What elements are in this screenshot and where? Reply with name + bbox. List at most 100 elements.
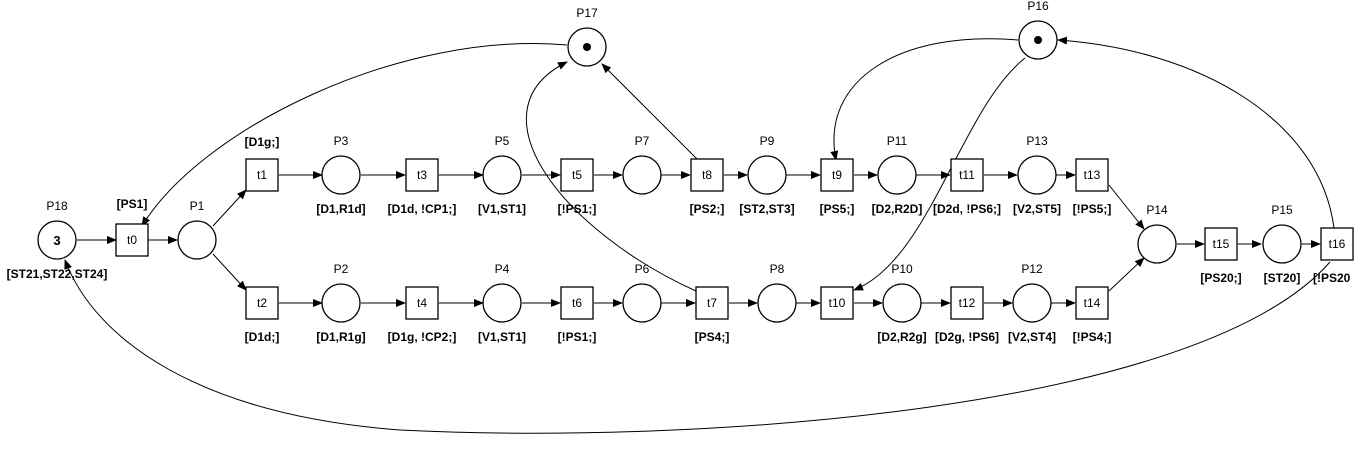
place-label: P8 bbox=[770, 262, 785, 276]
place-annotation: [ST20] bbox=[1264, 271, 1301, 285]
transition-label: t3 bbox=[417, 168, 427, 182]
place-p6[interactable]: P6 bbox=[622, 262, 662, 323]
transition-t16[interactable]: t16 [!PS20 bbox=[1313, 227, 1354, 285]
transition-label: t5 bbox=[572, 168, 582, 182]
place-label: P14 bbox=[1146, 203, 1168, 217]
place-label: P9 bbox=[760, 134, 775, 148]
transition-label: t4 bbox=[417, 296, 427, 310]
transition-annotation: [!PS1;] bbox=[558, 202, 597, 216]
transition-t7[interactable]: t7 [PS4;] bbox=[695, 286, 730, 344]
arc-p16-t9 bbox=[830, 38, 1019, 161]
arc-p17-t0 bbox=[141, 43, 568, 227]
transition-label: t11 bbox=[959, 168, 975, 182]
place-label: P17 bbox=[576, 6, 598, 20]
arc-t16-p16 bbox=[1057, 36, 1335, 229]
place-p2[interactable]: P2 [D1,R1g] bbox=[316, 262, 365, 344]
place-annotation: [V1,ST1] bbox=[478, 330, 526, 344]
transition-annotation: [D2g, !PS6] bbox=[935, 330, 999, 344]
transition-t9[interactable]: t9 [PS5;] bbox=[820, 158, 855, 216]
place-p18[interactable]: 3 P18 [ST21,ST22,ST24] bbox=[7, 199, 108, 281]
transition-t15[interactable]: t15 [PS20;] bbox=[1200, 227, 1242, 285]
place-annotation: [D1,R1d] bbox=[316, 202, 365, 216]
place-label: P16 bbox=[1027, 0, 1049, 13]
transition-t10[interactable]: t10 bbox=[820, 286, 854, 320]
transition-t14[interactable]: t14 [!PS4;] bbox=[1073, 286, 1112, 344]
transition-label: t13 bbox=[1084, 168, 1101, 182]
transition-t8[interactable]: t8 [PS2;] bbox=[690, 158, 725, 216]
place-p5[interactable]: P5 [V1,ST1] bbox=[478, 134, 526, 216]
arc-t14-p14 bbox=[1108, 257, 1145, 292]
transition-label: t1 bbox=[257, 168, 267, 182]
transition-t5[interactable]: t5 [!PS1;] bbox=[558, 158, 597, 216]
place-p4[interactable]: P4 [V1,ST1] bbox=[478, 262, 526, 344]
place-label: P6 bbox=[635, 262, 650, 276]
arc-p1-t1 bbox=[212, 189, 247, 227]
place-p11[interactable]: P11 [D2,R2D] bbox=[872, 134, 923, 216]
transition-t4[interactable]: t4 [D1g, !CP2;] bbox=[388, 286, 457, 344]
token-dot bbox=[583, 43, 591, 51]
places: 3 P18 [ST21,ST22,ST24] P1 P3 [D1,R1d] P2… bbox=[7, 0, 1302, 344]
transition-label: t7 bbox=[707, 296, 717, 310]
token-count: 3 bbox=[53, 233, 60, 248]
place-annotation: [V1,ST1] bbox=[478, 202, 526, 216]
place-p16[interactable]: P16 bbox=[1018, 0, 1058, 60]
place-label: P18 bbox=[46, 199, 68, 213]
transition-label: t12 bbox=[959, 296, 976, 310]
place-annotation: [V2,ST5] bbox=[1013, 202, 1061, 216]
place-label: P4 bbox=[495, 262, 510, 276]
transition-label: t16 bbox=[1329, 237, 1346, 251]
place-annotation: [D2,R2g] bbox=[877, 330, 926, 344]
place-p15[interactable]: P15 [ST20] bbox=[1262, 203, 1302, 285]
place-label: P7 bbox=[635, 134, 650, 148]
place-label: P13 bbox=[1026, 134, 1048, 148]
transition-t11[interactable]: t11 [D2d, !PS6;] bbox=[933, 158, 1001, 216]
transition-annotation: [D1d, !CP1;] bbox=[388, 202, 457, 216]
place-p7[interactable]: P7 bbox=[622, 134, 662, 195]
transition-t1[interactable]: t1 [D1g;] bbox=[245, 135, 280, 192]
transition-t6[interactable]: t6 [!PS1;] bbox=[558, 286, 597, 344]
transition-t0[interactable]: t0 [PS1] bbox=[115, 197, 149, 257]
transition-annotation: [!PS4;] bbox=[1073, 330, 1112, 344]
place-p13[interactable]: P13 [V2,ST5] bbox=[1013, 134, 1061, 216]
place-p12[interactable]: P12 [V2,ST4] bbox=[1008, 262, 1056, 344]
arc-p16-t10 bbox=[853, 57, 1026, 291]
transition-label: t2 bbox=[257, 296, 267, 310]
transition-annotation: [PS5;] bbox=[820, 202, 855, 216]
place-label: P11 bbox=[887, 134, 908, 148]
transition-annotation: [!PS5;] bbox=[1073, 202, 1112, 216]
transition-annotation: [D1g, !CP2;] bbox=[388, 330, 457, 344]
arc-t13-p14 bbox=[1108, 184, 1145, 230]
transition-t13[interactable]: t13 [!PS5;] bbox=[1073, 158, 1112, 216]
place-p8[interactable]: P8 bbox=[757, 262, 797, 323]
place-p14[interactable]: P14 bbox=[1137, 203, 1177, 264]
transition-t2[interactable]: t2 [D1d;] bbox=[245, 286, 280, 344]
transition-label: t10 bbox=[829, 296, 846, 310]
place-p17[interactable]: P17 bbox=[567, 6, 607, 67]
transition-annotation: [PS2;] bbox=[690, 202, 725, 216]
transition-annotation: [!PS1;] bbox=[558, 330, 597, 344]
place-label: P1 bbox=[190, 199, 205, 213]
place-label: P15 bbox=[1271, 203, 1293, 217]
arc-t8-p17 bbox=[601, 63, 699, 161]
place-label: P12 bbox=[1021, 262, 1043, 276]
place-p9[interactable]: P9 [ST2,ST3] bbox=[739, 134, 794, 216]
transition-label: t8 bbox=[702, 168, 712, 182]
token-dot bbox=[1034, 36, 1042, 44]
place-annotation: [D2,R2D] bbox=[872, 202, 923, 216]
transitions: t0 [PS1] t1 [D1g;] t2 [D1d;] t3 [D1d, !C… bbox=[115, 135, 1354, 344]
transition-label: t14 bbox=[1084, 296, 1101, 310]
place-label: P10 bbox=[891, 262, 913, 276]
transition-t3[interactable]: t3 [D1d, !CP1;] bbox=[388, 158, 457, 216]
arc-t16-p18 bbox=[64, 259, 1331, 434]
transition-annotation: [!PS20 bbox=[1313, 271, 1351, 285]
place-annotation: [ST2,ST3] bbox=[739, 202, 794, 216]
place-p10[interactable]: P10 [D2,R2g] bbox=[877, 262, 926, 344]
place-p1[interactable]: P1 bbox=[177, 199, 217, 260]
transition-annotation: [D1d;] bbox=[245, 330, 280, 344]
transition-label: t15 bbox=[1213, 237, 1230, 251]
place-annotation: [V2,ST4] bbox=[1008, 330, 1056, 344]
arc-p1-t2 bbox=[212, 253, 247, 291]
place-p3[interactable]: P3 [D1,R1d] bbox=[316, 134, 365, 216]
transition-t12[interactable]: t12 [D2g, !PS6] bbox=[935, 286, 999, 344]
